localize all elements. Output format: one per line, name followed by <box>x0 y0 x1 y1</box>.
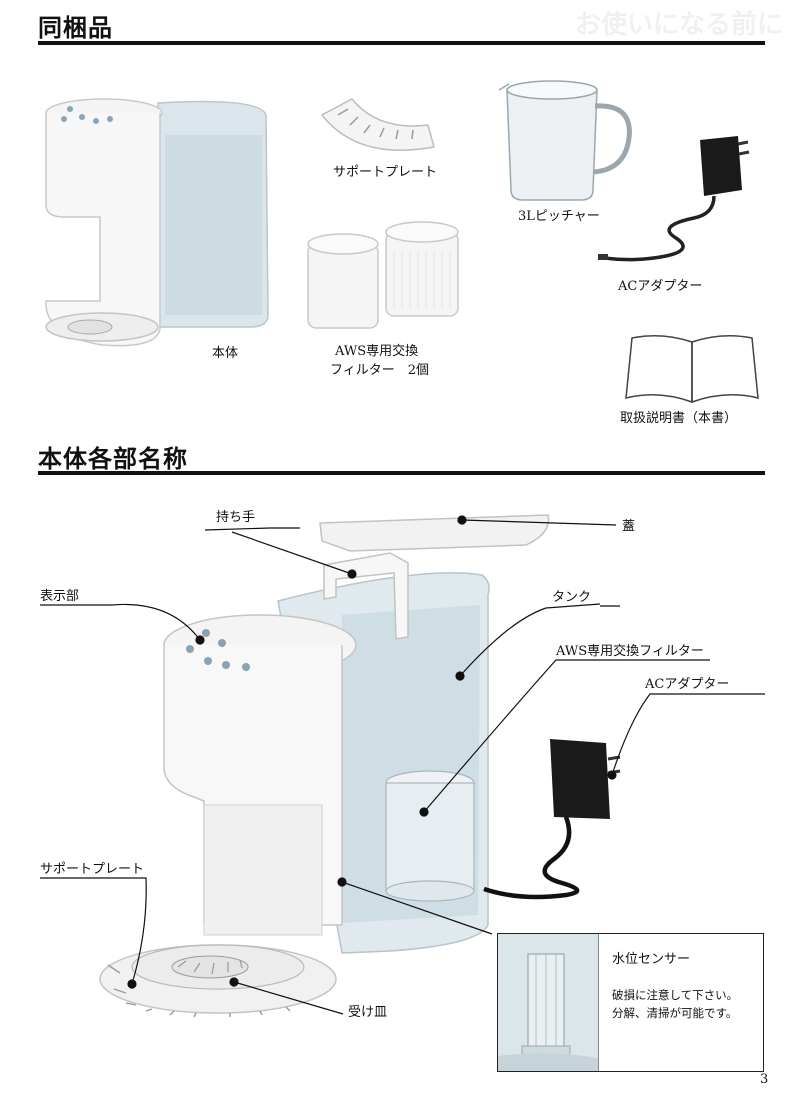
contents-label-filter-line1: AWS専用交換 <box>335 344 419 359</box>
sensor-description: 破損に注意して下さい。 分解、清掃が可能です。 <box>612 986 738 1022</box>
parts-label-handle: 持ち手 <box>216 510 256 525</box>
show-through-text: お使いになる前に <box>575 10 784 40</box>
contents-label-manual: 取扱説明書（本書） <box>620 411 738 426</box>
contents-label-filter-line2: フィルター 2個 <box>330 363 430 378</box>
contents-label-support-plate: サポートプレート <box>333 165 438 180</box>
filters-illustration <box>307 221 459 329</box>
parts-diagram <box>99 514 550 1018</box>
main-unit-illustration <box>45 98 269 347</box>
contents-label-body: 本体 <box>212 346 239 361</box>
parts-heading-rule <box>38 471 765 475</box>
parts-label-lid: 蓋 <box>622 519 636 534</box>
page-number: 3 <box>760 1072 769 1087</box>
parts-label-ac-adapter: ACアダプター <box>645 677 730 692</box>
parts-label-filter: AWS専用交換フィルター <box>556 644 704 659</box>
sensor-title: 水位センサー <box>612 952 691 967</box>
parts-label-display: 表示部 <box>40 589 80 604</box>
parts-ac-adapter-illustration <box>483 739 621 900</box>
contents-heading: 同梱品 <box>38 14 113 42</box>
parts-label-drip-tray: 受け皿 <box>348 1005 388 1020</box>
parts-label-tank: タンク <box>552 590 592 605</box>
manual-illustration <box>625 335 759 404</box>
parts-label-support-plate: サポートプレート <box>40 862 145 877</box>
sensor-illustration <box>498 934 598 1071</box>
sensor-desc-line2: 分解、清掃が可能です。 <box>612 1006 738 1020</box>
pitcher-illustration <box>498 80 632 201</box>
contents-label-pitcher: 3Lピッチャー <box>518 209 600 224</box>
parts-heading: 本体各部名称 <box>38 445 188 473</box>
support-plate-illustration <box>320 98 435 151</box>
sensor-desc-line1: 破損に注意して下さい。 <box>612 988 739 1002</box>
contents-heading-rule <box>38 41 765 45</box>
ac-adapter-illustration <box>598 136 750 262</box>
water-level-sensor-callout: 水位センサー 破損に注意して下さい。 分解、清掃が可能です。 <box>497 933 764 1072</box>
water-level-sensor-photo <box>498 934 599 1071</box>
contents-label-ac-adapter: ACアダプター <box>618 279 703 294</box>
